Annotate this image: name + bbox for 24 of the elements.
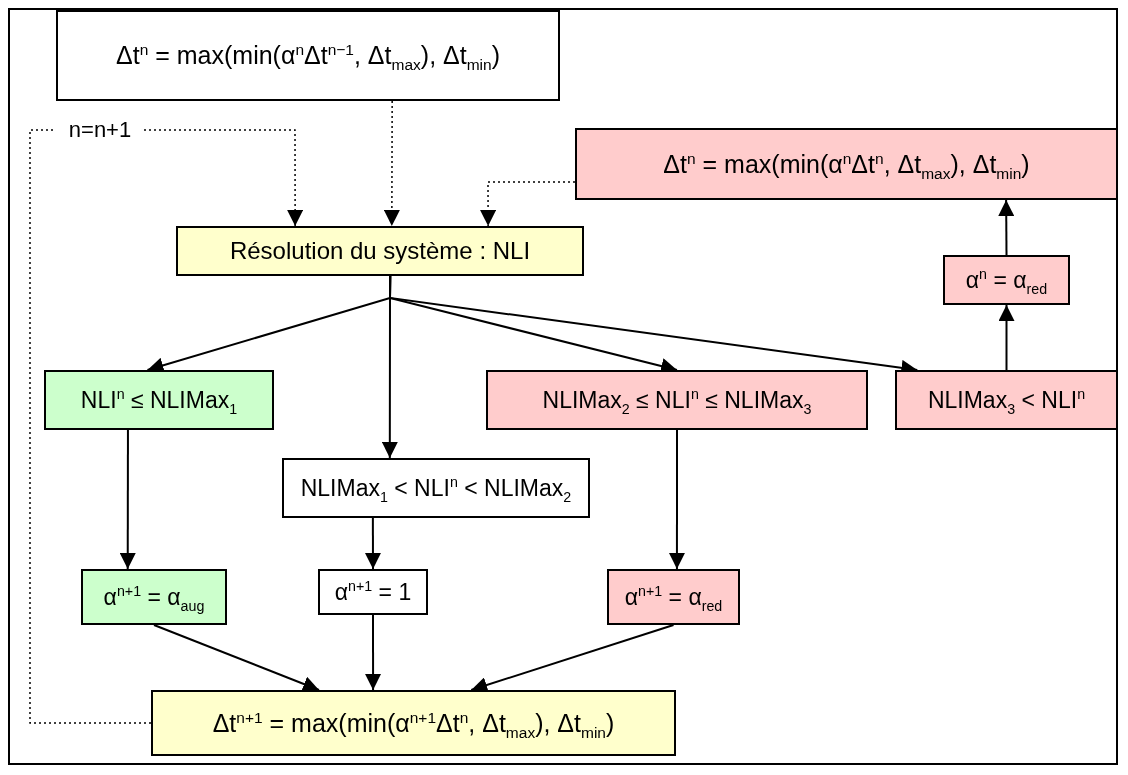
arrow bbox=[364, 517, 381, 570]
formula-box: α$^{n+1}$ = α$_{red}$ bbox=[607, 569, 740, 625]
arrow bbox=[143, 129, 304, 227]
formula-box: α$^{n}$ = α$_{red}$ bbox=[943, 255, 1070, 305]
formula-box: Δt$^{n+1}$ = max(min(α$^{n+1}$Δt$^{n}$, Δt$_{max}$), Δt$_{min}$) bbox=[151, 690, 676, 756]
arrow bbox=[383, 100, 400, 227]
arrow bbox=[470, 624, 675, 693]
process-box: Résolution du système : NLI bbox=[176, 226, 584, 276]
formula-box: α$^{n+1}$ = 1 bbox=[318, 569, 428, 615]
arrow bbox=[153, 624, 320, 692]
arrow bbox=[998, 304, 1015, 371]
counter-label: n=n+1 bbox=[56, 115, 144, 145]
formula-box: Δt$^{n}$ = max(min(α$^{n}$Δt$^{n−1}$, Δt$_{max}$), Δt$_{min}$) bbox=[56, 10, 560, 101]
condition-box: NLIMax$_{1}$ < NLI$^{n}$ < NLIMax$_{2}$ bbox=[282, 458, 590, 518]
condition-box: NLIMax$_{3}$ < NLI$^{n}$ bbox=[895, 370, 1118, 430]
arrow bbox=[365, 614, 382, 691]
arrow bbox=[668, 429, 685, 570]
arrow bbox=[998, 199, 1015, 256]
formula-box: Δt$^{n}$ = max(min(α$^{n}$Δt$^{n}$, Δt$_{max}$), Δt$_{min}$) bbox=[575, 128, 1118, 200]
condition-box: NLI$^{n}$ ≤ NLIMax$_{1}$ bbox=[44, 370, 274, 430]
arrow bbox=[119, 429, 136, 570]
formula-box: α$^{n+1}$ = α$_{aug}$ bbox=[81, 569, 227, 625]
arrow bbox=[480, 181, 576, 227]
condition-box: NLIMax$_{2}$ ≤ NLI$^{n}$ ≤ NLIMax$_{3}$ bbox=[486, 370, 868, 430]
